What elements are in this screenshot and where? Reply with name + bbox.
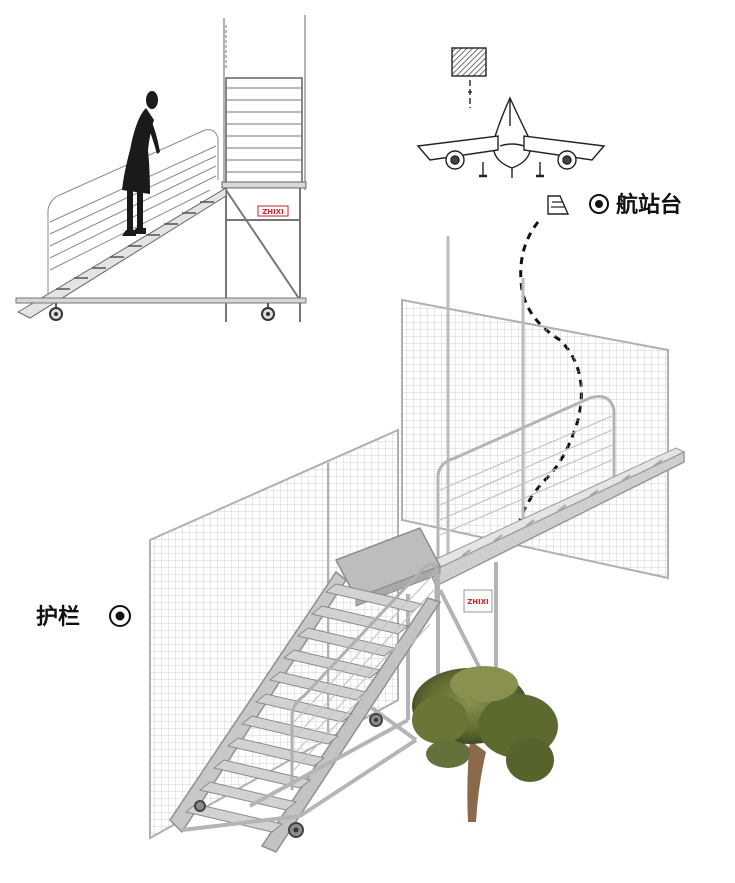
- caster-wheel-left: [49, 303, 63, 321]
- tree: [412, 666, 558, 822]
- caster-wheel: [369, 713, 383, 727]
- caster-wheel: [288, 822, 304, 838]
- caster-wheel-right: [261, 303, 275, 321]
- caster-wheel: [194, 800, 206, 812]
- person-silhouette: [122, 91, 160, 236]
- railing-label: 护栏: [36, 604, 80, 630]
- brand-plate-label: ZHIXI: [467, 598, 489, 606]
- mesh-panel-left: [149, 428, 399, 840]
- target-icon: [589, 194, 609, 214]
- terminal-label: 航站台: [616, 192, 682, 218]
- mobile-boarding-stair: ZHIXI: [149, 236, 686, 853]
- brand-plate-small: ZHIXI: [262, 208, 284, 216]
- mesh-panel-right: [401, 298, 669, 580]
- stair-icon: [547, 195, 570, 215]
- brand-plate: [463, 589, 493, 613]
- target-icon: [109, 605, 131, 627]
- side-elevation-drawing: ZHIXI: [15, 15, 307, 322]
- airplane-icon: [416, 47, 606, 178]
